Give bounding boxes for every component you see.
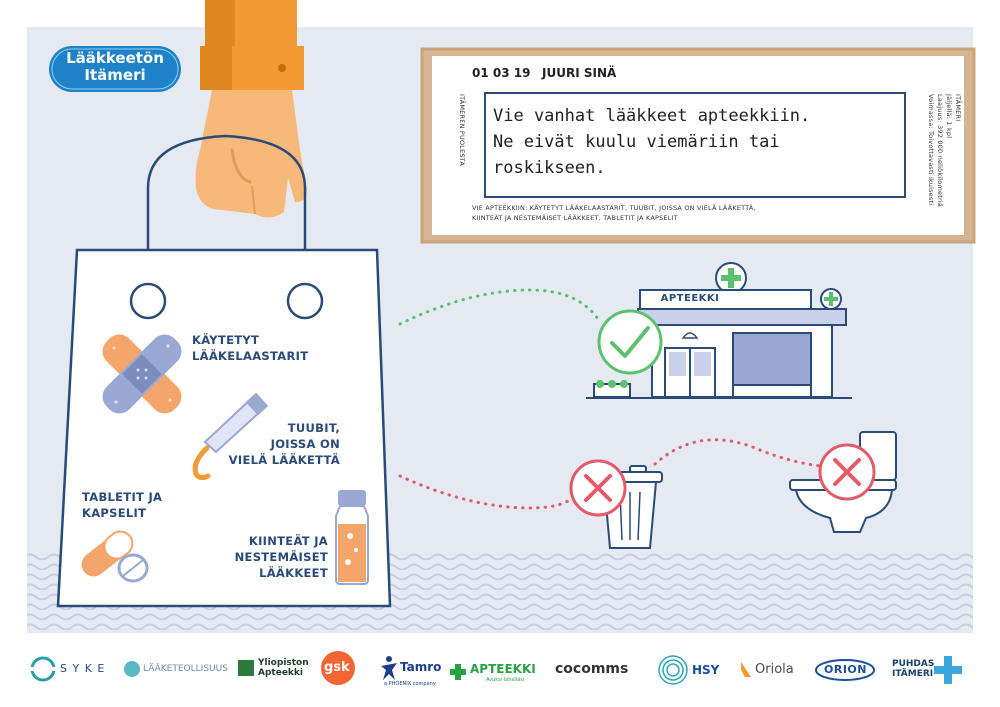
- gsk-logo-mark: [321, 651, 355, 685]
- plaster-icon: [102, 334, 182, 414]
- oriola-logo-mark: [741, 662, 751, 677]
- apteekki-logo-mark: [450, 664, 466, 680]
- tamro-logo-sub: a PHOENIX company: [384, 681, 436, 687]
- sleeve: [200, 0, 304, 90]
- brand-badge: [49, 46, 181, 92]
- meds-label-line3: LÄÄKKEET: [259, 566, 328, 580]
- tamro-logo-mark: [381, 656, 397, 680]
- path-to-trash: [398, 474, 578, 510]
- pharmacy-sign: APTEEKKI: [660, 293, 720, 304]
- receipt-footer-line2: KIINTEÄT JA NESTEMÄISET LÄÄKKEET, TABLET…: [472, 214, 678, 222]
- gsk-logo: gsk: [324, 660, 350, 675]
- apteekki-logo-sub: Avuksi lähelläsi: [486, 677, 525, 683]
- meds-label-line2: NESTEMÄISET: [234, 550, 328, 564]
- path-to-toilet: [653, 438, 822, 468]
- oriola-logo: Oriola: [755, 662, 794, 677]
- orion-logo-mark: [815, 659, 875, 681]
- cocomms-logo: cocomms: [555, 661, 629, 677]
- puhdas-itameri-logo-line2: ITÄMERI: [892, 669, 934, 679]
- brand-badge-line2: Itämeri: [84, 66, 146, 84]
- receipt-message-line2: Ne eivät kuulu viemäriin tai: [493, 132, 780, 152]
- receipt-footer-line1: VIE APTEEKKIIN: KÄYTETYT LÄÄKELAASTARIT,…: [472, 204, 756, 212]
- tablets-label-line2: KAPSELIT: [82, 506, 147, 520]
- reject-toilet-icon: [818, 443, 876, 501]
- hand: [195, 90, 307, 218]
- patches-label-line1: KÄYTETYT: [192, 333, 260, 347]
- tube-icon: [192, 392, 269, 481]
- orion-logo: ORION: [824, 663, 867, 676]
- puhdas-itameri-logo-mark: [934, 656, 962, 684]
- meds-label-line1: KIINTEÄT JA: [248, 534, 328, 548]
- check-icon: [597, 309, 663, 375]
- pharmacy-building: [586, 262, 852, 399]
- apteekki-logo: APTEEKKI: [470, 662, 536, 676]
- laaketeollisuus-logo: LÄÄKETEOLLISUUS: [143, 664, 228, 674]
- receipt: [420, 47, 976, 244]
- brand-badge-line1: Lääkkeetön: [66, 49, 164, 67]
- partner-logos-graphics: [30, 651, 962, 685]
- receipt-recipient: JUURI SINÄ: [542, 66, 617, 80]
- syke-logo-mark: [30, 656, 56, 682]
- receipt-message-line1: Vie vanhat lääkkeet apteekkiin.: [493, 106, 811, 126]
- medicine-bottle-icon: [335, 490, 369, 585]
- patches-label-line2: LÄÄKELAASTARIT: [192, 349, 309, 363]
- hsy-logo: HSY: [692, 663, 720, 677]
- tubes-label-line3: VIELÄ LÄÄKETTÄ: [228, 453, 340, 467]
- receipt-side-right-4: Voimassa: Toivottavasti ikuisesti: [927, 94, 935, 206]
- tubes-label-line1: TUUBIT,: [287, 421, 340, 435]
- syke-logo: S Y K E: [60, 662, 106, 675]
- receipt-side-right-1: ITÄMERI: [954, 94, 962, 122]
- tablets-label-line1: TABLETIT JA: [82, 490, 163, 504]
- capsule-icon: [81, 530, 149, 583]
- receipt-date: 01 03 19: [472, 66, 531, 80]
- receipt-side-left: ITÄMEREN PUOLESTA: [458, 94, 466, 167]
- yliopiston-apteekki-logo-line2: Apteekki: [258, 668, 303, 678]
- hsy-logo-mark: [658, 655, 688, 685]
- receipt-message-line3: roskikseen.: [493, 158, 606, 178]
- yliopiston-apteekki-logo-mark: [238, 660, 254, 676]
- reject-trash-icon: [569, 459, 627, 517]
- puhdas-itameri-logo-line1: PUHDAS: [892, 659, 935, 669]
- yliopiston-apteekki-logo-line1: Yliopiston: [258, 658, 309, 668]
- path-to-pharmacy: [398, 288, 602, 326]
- tubes-label-line2: JOISSA ON: [270, 437, 340, 451]
- receipt-side-right-3: Laajuus: 392 000 neliökilometriä: [936, 94, 944, 208]
- laaketeollisuus-logo-mark: [124, 661, 140, 677]
- tamro-logo: Tamro: [400, 660, 442, 674]
- receipt-side-right-2: Jäljellä: 1 kpl: [945, 94, 953, 139]
